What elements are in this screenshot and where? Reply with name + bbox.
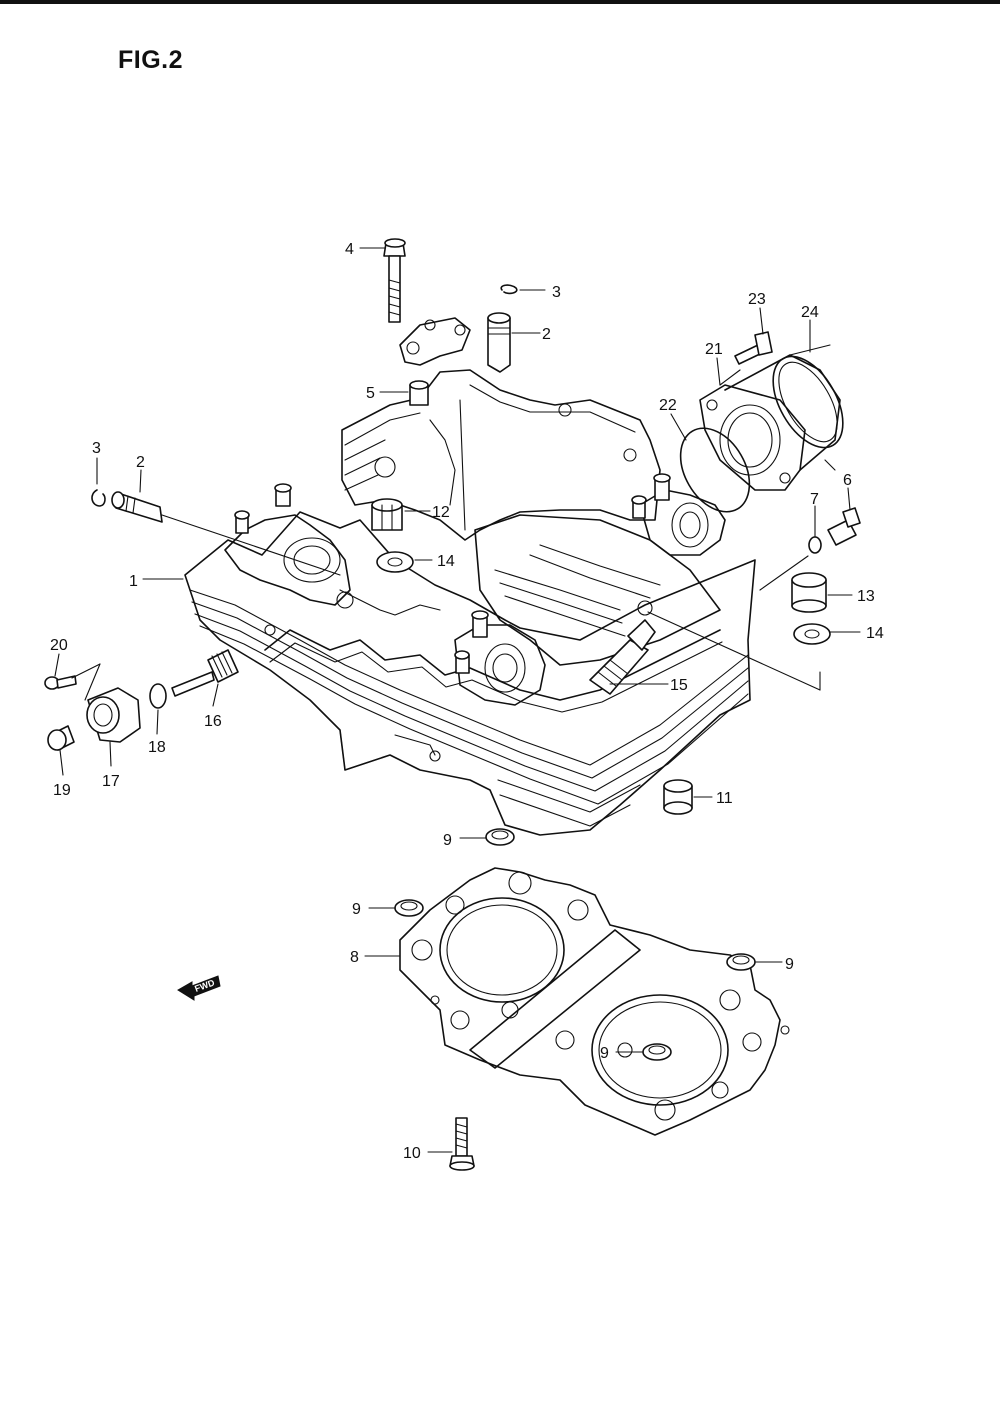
callout-1: 1 <box>129 573 138 590</box>
callout-22: 22 <box>659 397 677 414</box>
camshaft-housing-front <box>454 610 546 706</box>
tachometer-gear-shaft <box>171 649 239 697</box>
callout-19: 19 <box>53 782 71 799</box>
figure-title: FIG.2 <box>118 46 184 74</box>
dowel-ring-9b <box>394 899 424 917</box>
callout-23: 23 <box>748 291 766 308</box>
o-ring <box>149 683 167 709</box>
callout-14-right: 14 <box>866 625 884 642</box>
callout-3-upper: 3 <box>552 284 561 301</box>
callout-18: 18 <box>148 739 166 756</box>
callout-7: 7 <box>810 491 819 508</box>
callout-21: 21 <box>705 341 723 358</box>
cap-nut-12 <box>371 498 403 531</box>
top-border-rule <box>0 0 1000 4</box>
callout-17: 17 <box>102 773 120 790</box>
callout-14-front: 14 <box>437 553 455 570</box>
spark-plug <box>589 619 656 695</box>
callout-6: 6 <box>843 472 852 489</box>
head-cover-fins <box>474 514 721 666</box>
callout-4: 4 <box>345 241 354 258</box>
callout-20: 20 <box>50 637 68 654</box>
callout-3-left: 3 <box>92 440 101 457</box>
camshaft-housing-rear <box>631 473 726 556</box>
callout-5: 5 <box>366 385 375 402</box>
cylinder-head-gasket <box>399 867 790 1136</box>
valve-guide-left <box>111 491 163 523</box>
callout-2-upper: 2 <box>542 326 551 343</box>
tachometer-housing <box>86 687 141 743</box>
callout-9c: 9 <box>785 956 794 973</box>
callout-labels: 1 2 2 3 3 4 5 6 7 8 9 9 9 9 10 11 12 13 … <box>50 241 884 1162</box>
circlip-upper <box>500 284 518 295</box>
callout-9b: 9 <box>352 901 361 918</box>
callout-12: 12 <box>432 504 450 521</box>
dowel-ring-9d <box>642 1043 672 1061</box>
valve-guide-upper <box>487 312 511 373</box>
bolt-upper <box>383 238 406 323</box>
intake-port-left <box>224 483 441 616</box>
dowel-11 <box>663 779 693 815</box>
intake-clamp <box>772 344 844 471</box>
cap-nut-13 <box>791 572 827 613</box>
callout-13: 13 <box>857 588 875 605</box>
cylinder-head-front <box>184 511 756 836</box>
intake-pipe <box>699 354 841 491</box>
bolt-23 <box>734 331 773 365</box>
callout-8: 8 <box>350 949 359 966</box>
washer-7 <box>808 536 822 554</box>
plug <box>47 725 75 751</box>
cylinder-head-rear <box>341 369 661 541</box>
dowel-ring-9c <box>726 953 756 971</box>
intake-o-ring <box>679 427 751 513</box>
bolt-10 <box>449 1117 475 1171</box>
callout-2-left: 2 <box>136 454 145 471</box>
forward-arrow-icon: FWD <box>177 975 221 1001</box>
callout-24: 24 <box>801 304 819 321</box>
bolt-6 <box>827 507 861 546</box>
callout-9a: 9 <box>443 832 452 849</box>
leader-lines <box>54 247 861 1153</box>
washer-14-front <box>376 551 414 573</box>
callout-9d: 9 <box>600 1045 609 1062</box>
callout-16: 16 <box>204 713 222 730</box>
camshaft-cap-bracket <box>399 317 471 366</box>
callout-10: 10 <box>403 1145 421 1162</box>
washer-14-right <box>793 623 831 645</box>
callout-11: 11 <box>716 790 733 807</box>
screw-20 <box>44 675 77 690</box>
circlip-left <box>91 489 106 507</box>
dowel-ring-9a <box>485 828 515 846</box>
dowel-pin <box>409 380 429 406</box>
callout-15: 15 <box>670 677 688 694</box>
